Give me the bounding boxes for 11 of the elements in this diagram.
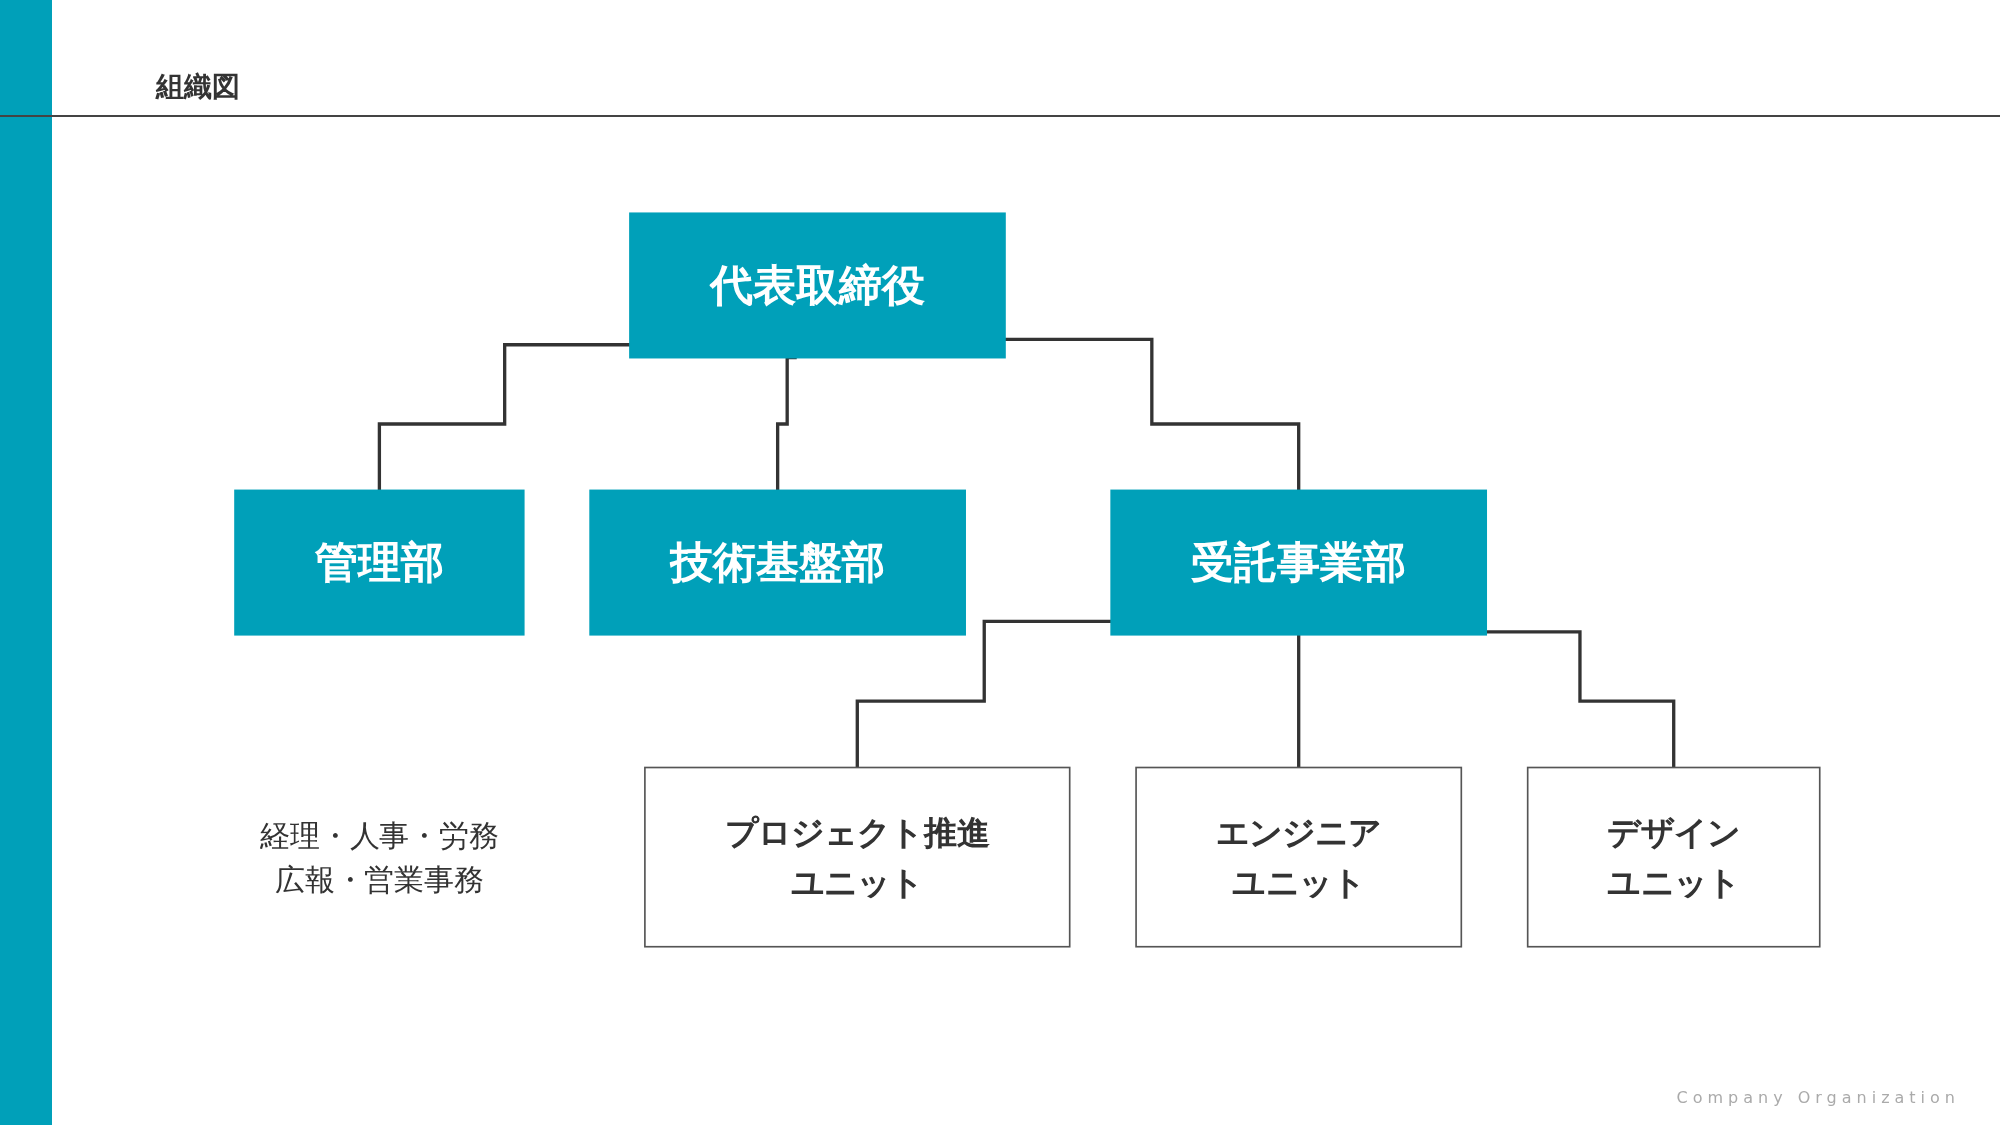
node-box: 管理部	[234, 489, 525, 636]
node-box: エンジニア ユニット	[1135, 766, 1463, 948]
footer-text: Company Organization	[1676, 1088, 1960, 1107]
node-label: 経理・人事・労務	[259, 817, 499, 853]
node-box: プロジェクト推進 ユニット	[644, 766, 1071, 948]
node-label: 広報・営業事務	[274, 862, 484, 897]
page-title: 組織図	[156, 69, 240, 105]
node-box: 受託事業部	[1110, 489, 1488, 636]
node-box: 代表取締役	[629, 212, 1006, 359]
node-box: デザイン ユニット	[1526, 766, 1821, 948]
node-box: 技術基盤部	[589, 489, 966, 636]
